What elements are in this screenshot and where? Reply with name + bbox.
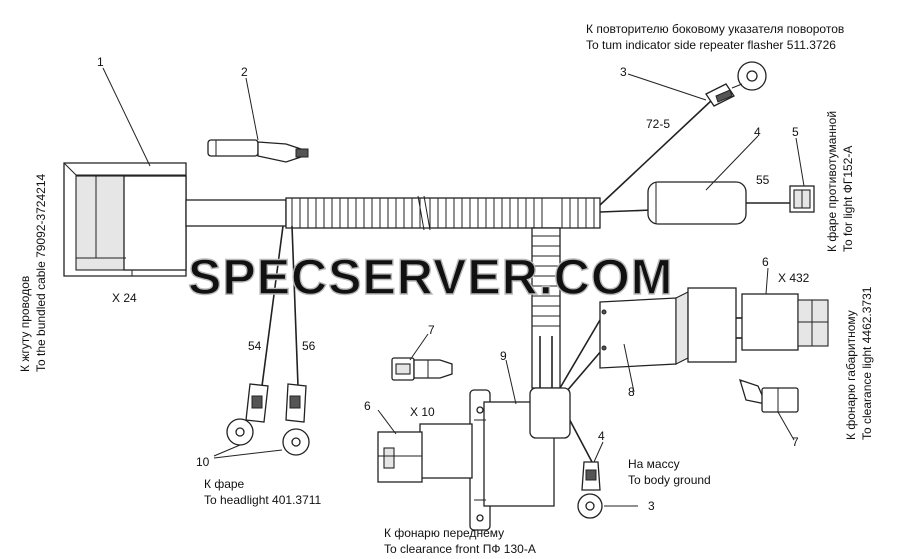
fog-light-label-en: To for light ФГ152-А (841, 146, 855, 252)
ground-label-en: To body ground (628, 473, 711, 487)
callout-5: 5 (792, 125, 799, 139)
front-light-housing-9 (469, 387, 571, 531)
wire-72-5 (599, 99, 713, 206)
wire-label-55: 55 (756, 173, 770, 187)
callout-9: 9 (500, 349, 507, 363)
watermark: SPECSERVER.COM (188, 249, 673, 305)
side-repeater-label-ru: К повторителю боковому указателя поворот… (586, 22, 844, 36)
ground-label-ru: На массу (628, 457, 680, 471)
ring-terminals-10 (226, 383, 310, 456)
corrugated-sleeve (291, 198, 595, 228)
callout-3-bottom: 3 (648, 499, 655, 513)
callout-4-tube: 4 (754, 125, 761, 139)
callout-10: 10 (196, 455, 210, 469)
ring-terminal-3-top (705, 61, 767, 107)
connector-x10 (377, 423, 473, 483)
callout-7-mid: 7 (428, 323, 435, 337)
plug-terminals-7-mid (391, 357, 453, 381)
callout-2: 2 (241, 65, 248, 79)
wire-55 (599, 209, 653, 213)
ring-terminal-3-ground (577, 461, 603, 519)
connector-x432 (741, 293, 829, 351)
fog-light-connector-5 (789, 185, 815, 213)
wire-label-56: 56 (302, 339, 316, 353)
plug-terminals-7-right (739, 378, 799, 413)
connector-label-x10: X 10 (410, 405, 435, 419)
wire-56 (291, 225, 299, 387)
headlight-label-ru: К фаре (204, 477, 245, 491)
front-light-label-ru: К фонарю переднему (384, 526, 504, 540)
callout-1: 1 (97, 55, 104, 69)
wiring-block-8 (599, 287, 746, 369)
bundle-connector-x24 (63, 162, 187, 277)
pin-terminal-2 (207, 139, 309, 163)
wire-54 (261, 225, 284, 387)
insulating-tube-4 (647, 181, 792, 225)
wire-label-54: 54 (248, 339, 262, 353)
down-branch-sleeve (531, 227, 561, 394)
connector-label-x432: X 432 (778, 271, 810, 285)
callout-3-top: 3 (620, 65, 627, 79)
main-harness-trunk (185, 195, 601, 231)
callout-6-left: 6 (364, 399, 371, 413)
side-repeater-label-en: To tum indicator side repeater flasher 5… (586, 38, 836, 52)
connector-label-x24: X 24 (112, 291, 137, 305)
bundle-label-ru: К жгуту проводов (18, 276, 32, 372)
bundle-label-en: To the bundled cable 79092-3724214 (34, 174, 48, 372)
leader-lines (102, 67, 805, 507)
callout-6-right: 6 (762, 255, 769, 269)
callout-4-ground: 4 (598, 429, 605, 443)
marker-light-label-ru: К фонарю габаритному (844, 310, 858, 440)
front-light-label-en: To clearance front ПФ 130-А (384, 542, 536, 556)
callout-7-right: 7 (792, 435, 799, 449)
wire-label-72-5: 72-5 (646, 117, 670, 131)
marker-light-label-en: To clearance light 4462.3731 (860, 286, 874, 440)
fog-light-label-ru: К фаре противотуманной (825, 111, 839, 252)
headlight-label-en: To headlight 401.3711 (204, 493, 322, 507)
callout-8: 8 (628, 385, 635, 399)
